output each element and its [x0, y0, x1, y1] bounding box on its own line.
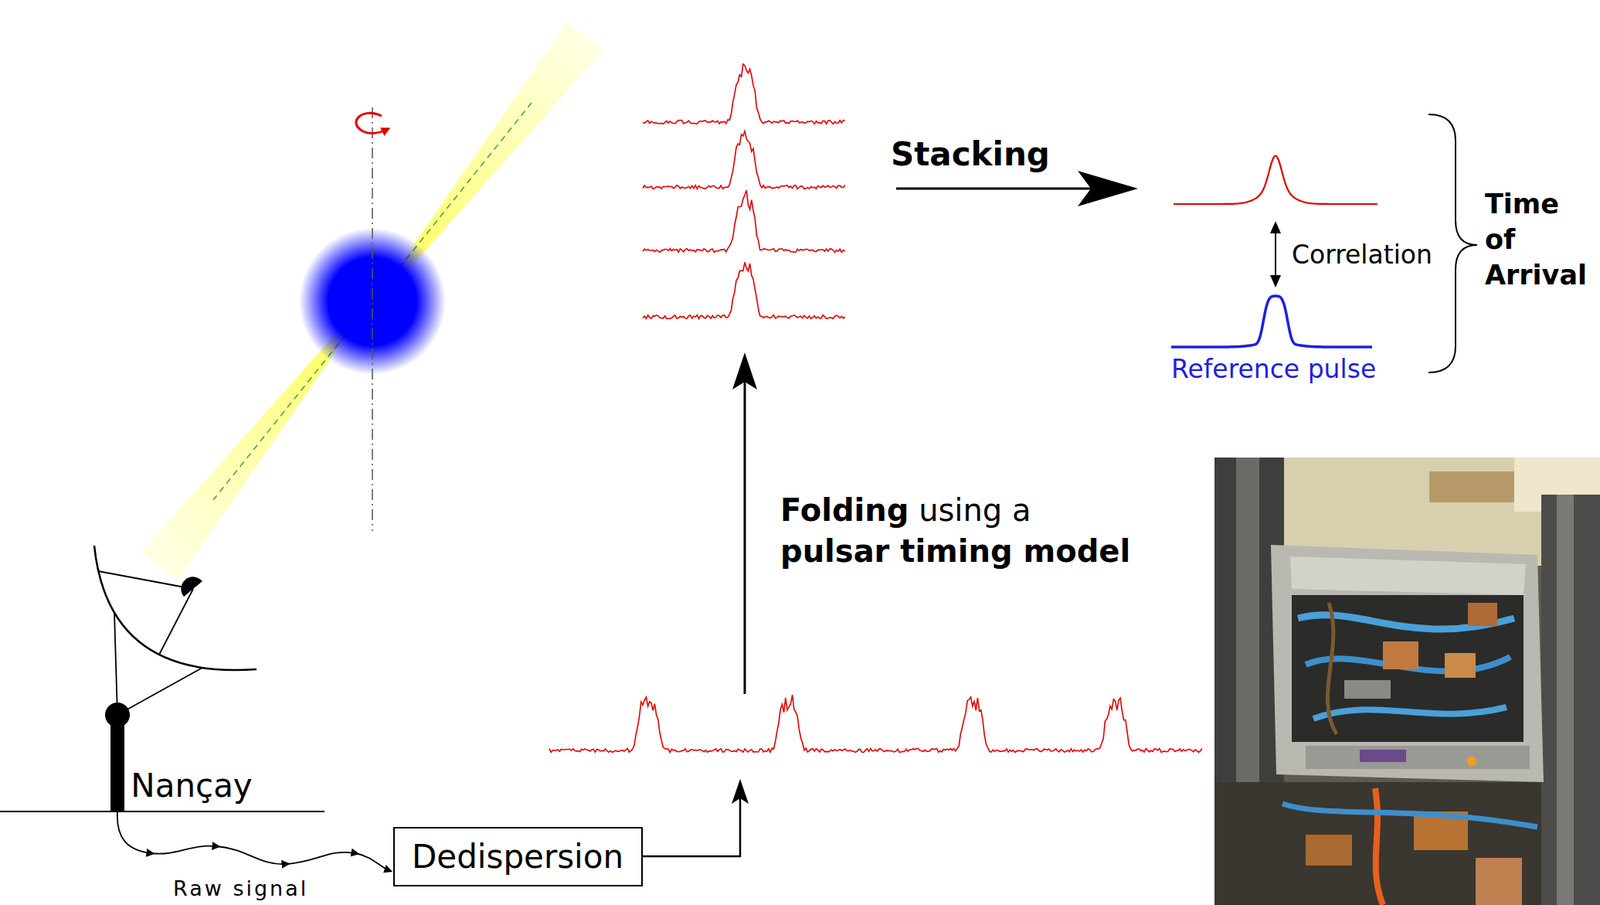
- server-photo: [1313, 706, 1507, 719]
- flow-arrows: [743, 380, 747, 694]
- server-photo: [1305, 745, 1530, 769]
- server-photo: [1467, 756, 1477, 766]
- pulse-train: [549, 694, 1203, 752]
- flow-arrows: [1274, 230, 1277, 279]
- server-photo: [1305, 834, 1353, 866]
- ground-line: [0, 810, 325, 812]
- server-photo: [1214, 457, 1600, 905]
- server-photo: [1214, 457, 1600, 905]
- curve-label: Reference pulse: [1171, 354, 1376, 384]
- flow-arrow: [642, 795, 741, 857]
- arrow-head: [731, 778, 749, 804]
- flow-arrows: [896, 187, 1091, 191]
- reference-profile: [1171, 295, 1373, 347]
- folded-pulse: [642, 131, 846, 190]
- radio-telescope: [117, 667, 203, 715]
- step-label: pulsar timing model: [780, 533, 1131, 569]
- server-photo: [1375, 788, 1383, 905]
- server-photo: [1475, 857, 1522, 905]
- signal-label: Raw signal: [173, 876, 309, 901]
- rotation-axis: [371, 107, 374, 531]
- integrated-profile: [1173, 156, 1378, 204]
- server-photo: [1467, 602, 1498, 626]
- server-photo: [1214, 781, 1542, 905]
- step-label: using a: [918, 492, 1031, 528]
- server-photo: [1290, 556, 1526, 595]
- flow-arrows: [642, 170, 1282, 857]
- server-photo: [1541, 494, 1600, 905]
- folded-pulse: [642, 64, 846, 124]
- server-photo: [1291, 594, 1524, 742]
- server-photo: [1556, 494, 1574, 905]
- server-photo: [1382, 641, 1419, 670]
- rotation-arrow: [356, 112, 387, 133]
- brace: [1428, 114, 1478, 373]
- radio-telescope: [114, 612, 118, 715]
- raw-signal-wire: [117, 811, 389, 870]
- server-photo: [1444, 652, 1476, 678]
- box-label: Dedispersion: [411, 837, 624, 876]
- radio-telescope: [94, 545, 257, 812]
- site-label: Nançay: [130, 767, 252, 805]
- folded-pulse: [642, 190, 846, 252]
- flow-arrows: [1270, 275, 1281, 288]
- radio-telescope: [159, 588, 194, 655]
- server-photo: [1270, 544, 1544, 782]
- folded-pulse: [642, 261, 846, 319]
- flow-arrows: [732, 352, 758, 390]
- step-label: Stacking: [890, 135, 1050, 174]
- radio-telescope: [98, 570, 194, 589]
- radio-telescope: [94, 545, 257, 670]
- server-photo: [1344, 679, 1391, 699]
- server-photo: [1359, 749, 1407, 762]
- step-label: Correlation: [1291, 240, 1433, 270]
- server-photo: [1327, 602, 1337, 734]
- result-label: Time of Arrival: [1484, 186, 1587, 293]
- pulsar-beam: [141, 22, 604, 581]
- radio-telescope: [105, 702, 130, 727]
- flow-arrows: [1077, 170, 1139, 207]
- flow-arrows: [1270, 220, 1281, 234]
- radio-telescope: [180, 576, 203, 597]
- step-label: Folding: [780, 492, 909, 528]
- process-box: Dedispersion: [393, 826, 643, 887]
- server-photo: [1282, 803, 1538, 827]
- radio-telescope: [110, 714, 125, 812]
